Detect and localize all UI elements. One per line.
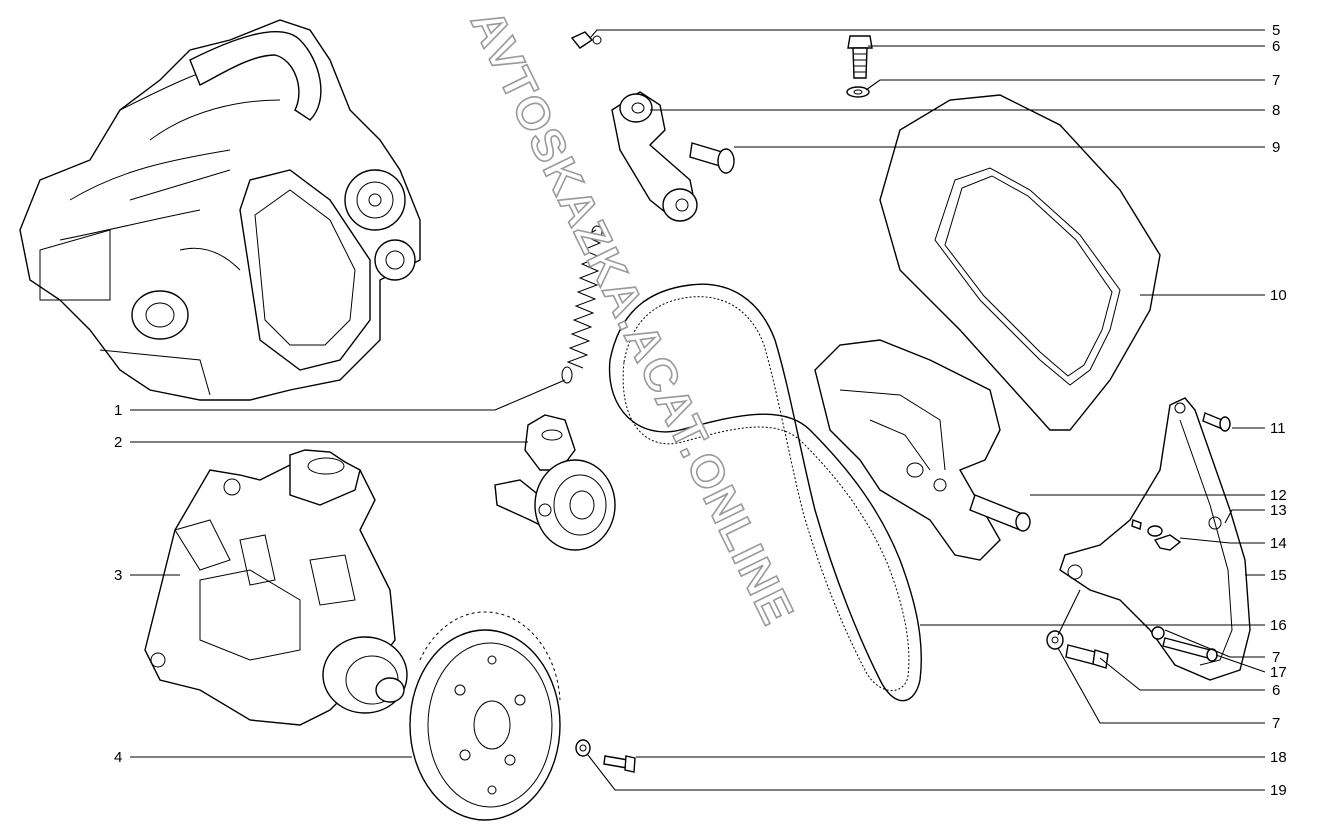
bolt-part-6 — [847, 35, 873, 79]
washer-part-7 — [846, 86, 870, 98]
callout-14: 14 — [1270, 535, 1287, 552]
spacer-part-12 — [969, 494, 1031, 532]
callout-16: 16 — [1270, 617, 1287, 634]
pin-part-9 — [689, 142, 735, 174]
callout-10: 10 — [1270, 287, 1287, 304]
callout-11: 11 — [1270, 420, 1286, 437]
engine-assembly — [19, 19, 421, 401]
timing-cover-part-10 — [879, 94, 1161, 431]
wing-nut-part-14 — [1153, 534, 1182, 551]
callout-12: 12 — [1270, 487, 1287, 504]
callout-6: 6 — [1272, 38, 1280, 55]
bolt-part-6-lower — [1065, 644, 1109, 669]
callout-6b: 6 — [1272, 682, 1280, 699]
callout-19: 19 — [1270, 782, 1287, 799]
callout-4: 4 — [114, 749, 122, 766]
tensioner-pulley-part-2 — [494, 414, 616, 551]
screw-part-11 — [1202, 412, 1231, 432]
clip-part-5 — [570, 31, 602, 49]
screw-part-13 — [1131, 519, 1163, 537]
callout-1: 1 — [114, 402, 122, 419]
callout-8: 8 — [1272, 102, 1280, 119]
pump-gear-part-4 — [409, 611, 561, 821]
leader-lines — [130, 29, 1266, 791]
washer-part-7-lower — [1046, 630, 1064, 650]
bolt-part-18 — [603, 755, 636, 773]
callout-17: 17 — [1270, 664, 1287, 681]
callout-5: 5 — [1272, 22, 1280, 39]
washer-part-19 — [575, 739, 591, 757]
callout-9: 9 — [1272, 139, 1280, 156]
spring-part-1 — [561, 225, 603, 384]
callout-7b: 7 — [1272, 649, 1280, 666]
idler-bracket-part-8 — [611, 91, 698, 222]
callout-18: 18 — [1270, 749, 1287, 766]
callout-labels: 1 2 3 4 5 6 7 8 9 10 11 12 13 14 15 16 7… — [114, 22, 1287, 799]
lower-cover-part-15 — [1059, 397, 1251, 681]
timing-belt-part-16 — [608, 283, 922, 702]
callout-2: 2 — [114, 434, 122, 451]
injection-pump-part-3 — [144, 449, 408, 726]
callout-7: 7 — [1272, 72, 1280, 89]
callout-13: 13 — [1270, 502, 1287, 519]
bolt-part-17 — [1151, 626, 1218, 662]
callout-15: 15 — [1270, 567, 1287, 584]
callout-7c: 7 — [1272, 715, 1280, 732]
callout-3: 3 — [114, 567, 122, 584]
